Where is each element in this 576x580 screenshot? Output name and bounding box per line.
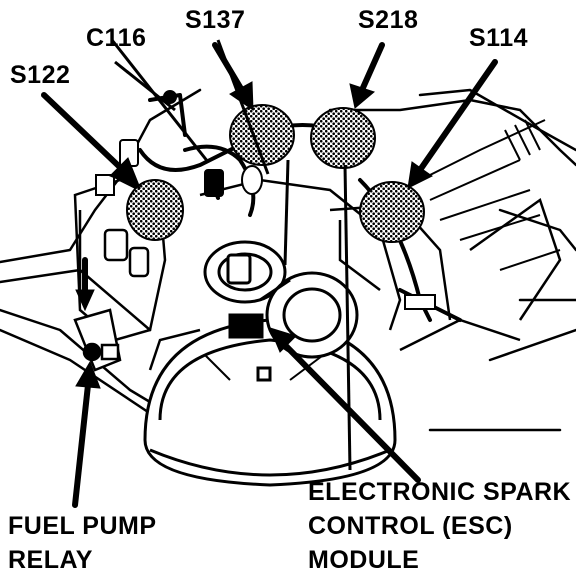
label-esc-line1: ELECTRONIC SPARK: [308, 478, 572, 506]
fender-bracket: [73, 178, 167, 342]
label-esc-line3: MODULE: [308, 546, 420, 574]
splice-s114-cluster: [359, 181, 425, 243]
label-c116: C116: [86, 24, 147, 52]
splice-s218-cluster: [310, 107, 376, 169]
label-esc-module: ELECTRONIC SPARK CONTROL (ESC) MODULE: [308, 475, 571, 577]
throttle-body: [203, 240, 359, 359]
label-fuel-line2: RELAY: [8, 546, 93, 574]
engine-block-detail: [419, 119, 561, 271]
air-cleaner-housing: [143, 318, 397, 487]
callout-arrows: [41, 42, 498, 508]
harness-connectors: [95, 90, 436, 310]
label-s137: S137: [185, 6, 246, 34]
label-s122: S122: [10, 61, 71, 89]
splice-s137-cluster: [229, 104, 295, 166]
label-esc-line2: CONTROL (ESC): [308, 512, 513, 540]
label-fuel-line1: FUEL PUMP: [8, 512, 157, 540]
splice-s122-cluster: [126, 179, 184, 241]
label-s218: S218: [358, 6, 419, 34]
label-fuel-pump-relay: FUEL PUMP RELAY: [8, 509, 157, 577]
label-s114: S114: [469, 24, 529, 52]
relay-connector: [73, 308, 122, 372]
